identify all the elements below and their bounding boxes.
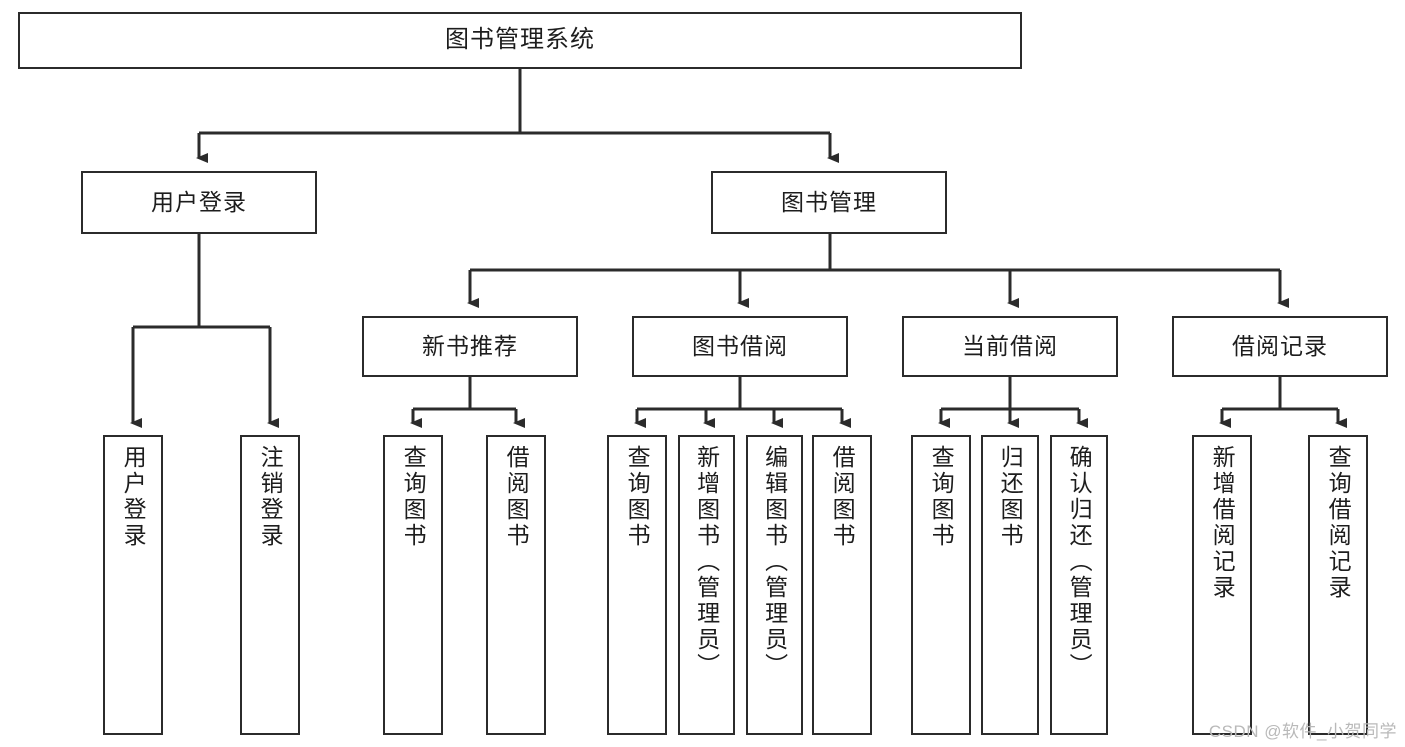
node-label: 用户登录	[151, 188, 247, 215]
watermark: CSDN @软件_小贺同学	[1208, 722, 1397, 741]
node-label: 用户登录	[120, 445, 147, 549]
node-label: 查询图书	[400, 445, 427, 549]
node-label: 新增借阅记录	[1209, 445, 1236, 601]
node-label: 图书管理	[781, 188, 877, 215]
node-current-borrow[interactable]: 当前借阅	[902, 316, 1118, 377]
leaf-book-borrow-borrow-book[interactable]: 借阅图书	[812, 435, 872, 735]
node-label: 图书管理系统	[445, 26, 595, 54]
node-user-login[interactable]: 用户登录	[81, 171, 317, 234]
node-label: 查询图书	[624, 445, 651, 549]
node-book-borrow[interactable]: 图书借阅	[632, 316, 848, 377]
node-label: 借阅图书	[829, 445, 856, 549]
node-label: 借阅图书	[503, 445, 530, 549]
node-new-book-recommend[interactable]: 新书推荐	[362, 316, 578, 377]
leaf-current-borrow-query-book[interactable]: 查询图书	[911, 435, 971, 735]
leaf-new-book-borrow-book[interactable]: 借阅图书	[486, 435, 546, 735]
leaf-current-borrow-confirm-return-admin[interactable]: 确认归还（管理员）	[1050, 435, 1108, 735]
node-label: 确认归还（管理员）	[1066, 445, 1093, 679]
node-label: 新增图书（管理员）	[693, 445, 720, 679]
node-label: 查询图书	[928, 445, 955, 549]
leaf-borrow-record-query-record[interactable]: 查询借阅记录	[1308, 435, 1368, 735]
node-root-book-management-system[interactable]: 图书管理系统	[18, 12, 1022, 69]
leaf-user-login-logout[interactable]: 注销登录	[240, 435, 300, 735]
node-label: 查询借阅记录	[1325, 445, 1352, 601]
node-borrow-record[interactable]: 借阅记录	[1172, 316, 1388, 377]
node-label: 借阅记录	[1232, 332, 1328, 359]
leaf-user-login-login[interactable]: 用户登录	[103, 435, 163, 735]
node-book-management[interactable]: 图书管理	[711, 171, 947, 234]
leaf-book-borrow-query-book[interactable]: 查询图书	[607, 435, 667, 735]
leaf-book-borrow-edit-book-admin[interactable]: 编辑图书（管理员）	[746, 435, 803, 735]
node-label: 注销登录	[257, 445, 284, 549]
leaf-new-book-query-book[interactable]: 查询图书	[383, 435, 443, 735]
node-label: 图书借阅	[692, 332, 788, 359]
node-label: 新书推荐	[422, 332, 518, 359]
leaf-borrow-record-add-record[interactable]: 新增借阅记录	[1192, 435, 1252, 735]
node-label: 当前借阅	[962, 332, 1058, 359]
leaf-book-borrow-add-book-admin[interactable]: 新增图书（管理员）	[678, 435, 735, 735]
node-label: 编辑图书（管理员）	[761, 445, 788, 679]
leaf-current-borrow-return-book[interactable]: 归还图书	[981, 435, 1039, 735]
node-label: 归还图书	[997, 445, 1024, 549]
